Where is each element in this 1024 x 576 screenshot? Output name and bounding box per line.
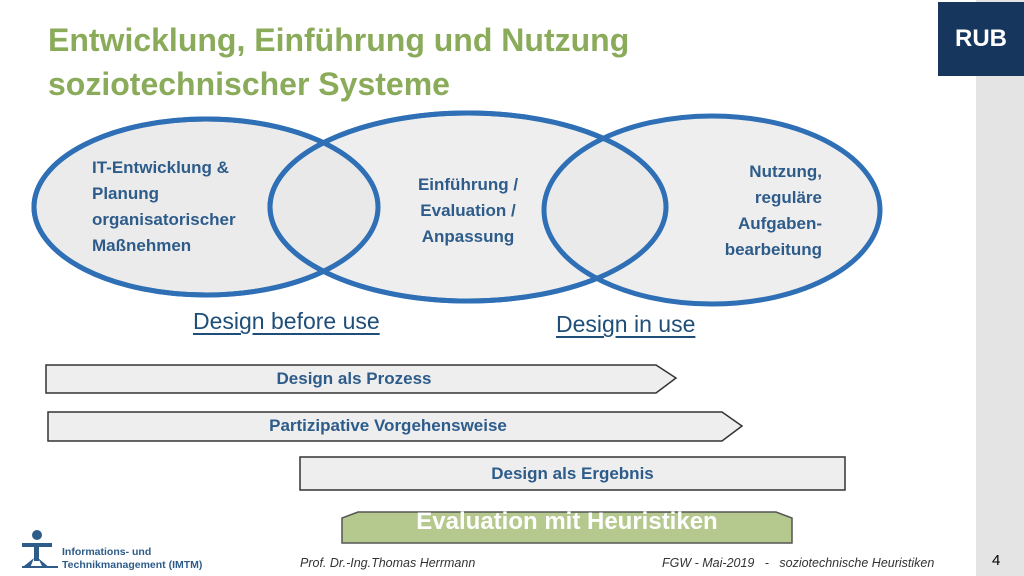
box-ergebnis	[299, 456, 846, 491]
title-line-1: Entwicklung, Einführung und Nutzung	[48, 22, 630, 58]
title-line-2: soziotechnischer Systeme	[48, 66, 450, 102]
circle-right-line-2: reguläre	[754, 188, 822, 207]
institute-line-1: Informations- und	[62, 546, 152, 558]
phase-before-use: Design before use	[193, 308, 380, 334]
circle-middle-outline	[267, 110, 669, 304]
circle-left-outline	[31, 116, 381, 298]
circle-right-label: Nutzung, reguläre Aufgaben- bearbeitung	[692, 159, 822, 263]
rub-logo-text: RUB	[955, 25, 1007, 52]
circle-left-label: IT-Entwicklung & Planung organisatorisch…	[92, 155, 236, 259]
imtm-logo-icon	[22, 530, 58, 568]
rub-logo: RUB	[938, 2, 1024, 76]
arrow-prozess-label: Design als Prozess	[276, 369, 432, 388]
circle-left-line-2: Planung	[92, 184, 160, 203]
footer-event: FGW - Mai-2019 - soziotechnische Heurist…	[662, 556, 935, 570]
circle-middle-line-1: Einführung /	[417, 175, 519, 194]
circle-middle-label: Einführung / Evaluation / Anpassung	[388, 172, 548, 250]
slide-title: Entwicklung, Einführung und Nutzung sozi…	[48, 18, 908, 106]
circle-middle-line-3: Anpassung	[421, 227, 515, 246]
institute-name: Informations- und Technikmanagement (IMT…	[62, 546, 202, 572]
side-strip	[976, 0, 1024, 576]
evaluation-label: Evaluation mit Heuristiken	[416, 508, 718, 535]
page-number: 4	[992, 552, 1001, 569]
circle-left-line-3: organisatorischer	[92, 210, 236, 229]
arrow-partizipativ-label: Partizipative Vorgehensweise	[269, 416, 507, 435]
circle-right-line-1: Nutzung,	[749, 162, 822, 181]
circle-left-line-1: IT-Entwicklung &	[92, 158, 229, 177]
arrow-prozess	[45, 364, 678, 394]
circle-middle-line-2: Evaluation /	[420, 201, 516, 220]
circle-right-line-4: bearbeitung	[724, 240, 822, 259]
box-ergebnis-label: Design als Ergebnis	[491, 464, 654, 483]
circle-right-line-3: Aufgaben-	[737, 214, 822, 233]
trapezoid-evaluation	[341, 511, 793, 544]
footer-author: Prof. Dr.-Ing.Thomas Herrmann	[300, 556, 476, 570]
phase-in-use: Design in use	[556, 311, 696, 337]
circle-right	[541, 113, 883, 307]
institute-line-2: Technikmanagement (IMTM)	[62, 559, 203, 571]
arrow-partizipativ	[47, 411, 744, 442]
circle-left-line-4: Maßnehmen	[92, 236, 192, 255]
